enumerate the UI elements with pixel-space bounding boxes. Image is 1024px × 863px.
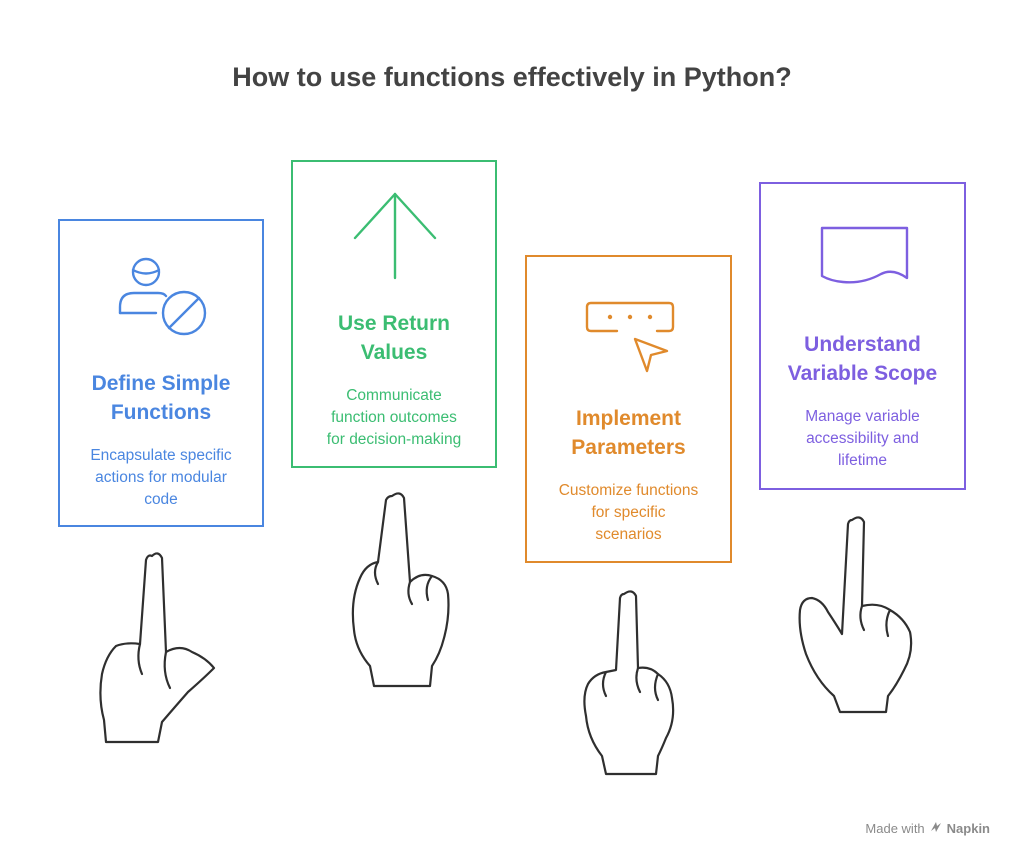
input-cursor-icon [527,299,730,375]
card-implement-parameters: Implement Parameters Customize functions… [525,255,732,563]
card-heading: Define Simple Functions [91,372,231,424]
card-define-simple-functions: Define Simple Functions Encapsulate spec… [58,219,264,527]
card-description: Customize functions for specific scenari… [558,482,699,543]
card-heading: Implement Parameters [571,407,686,459]
card-use-return-values: Use Return Values Communicate function o… [291,160,497,468]
brand-name: Napkin [946,821,990,836]
page-title: How to use functions effectively in Pyth… [232,62,792,92]
brand-footer: Made with Napkin [865,820,990,837]
pointing-hand-icon [99,552,216,744]
card-description: Manage variable accessibility and lifeti… [805,408,920,469]
pointing-hand-icon [798,516,913,714]
card-heading: Use Return Values [337,312,451,364]
pointing-hand-icon [351,492,450,688]
card-description: Communicate function outcomes for decisi… [326,387,462,448]
card-description: Encapsulate specific actions for modular… [90,447,232,508]
pointing-hand-icon [583,590,675,776]
napkin-logo-icon [929,820,943,837]
user-blocked-icon [60,257,262,337]
brand-prefix: Made with [865,821,925,836]
card-heading: Understand Variable Scope [787,333,938,385]
document-icon [761,224,964,294]
card-understand-variable-scope: Understand Variable Scope Manage variabl… [759,182,966,490]
arrow-up-icon [293,190,495,280]
